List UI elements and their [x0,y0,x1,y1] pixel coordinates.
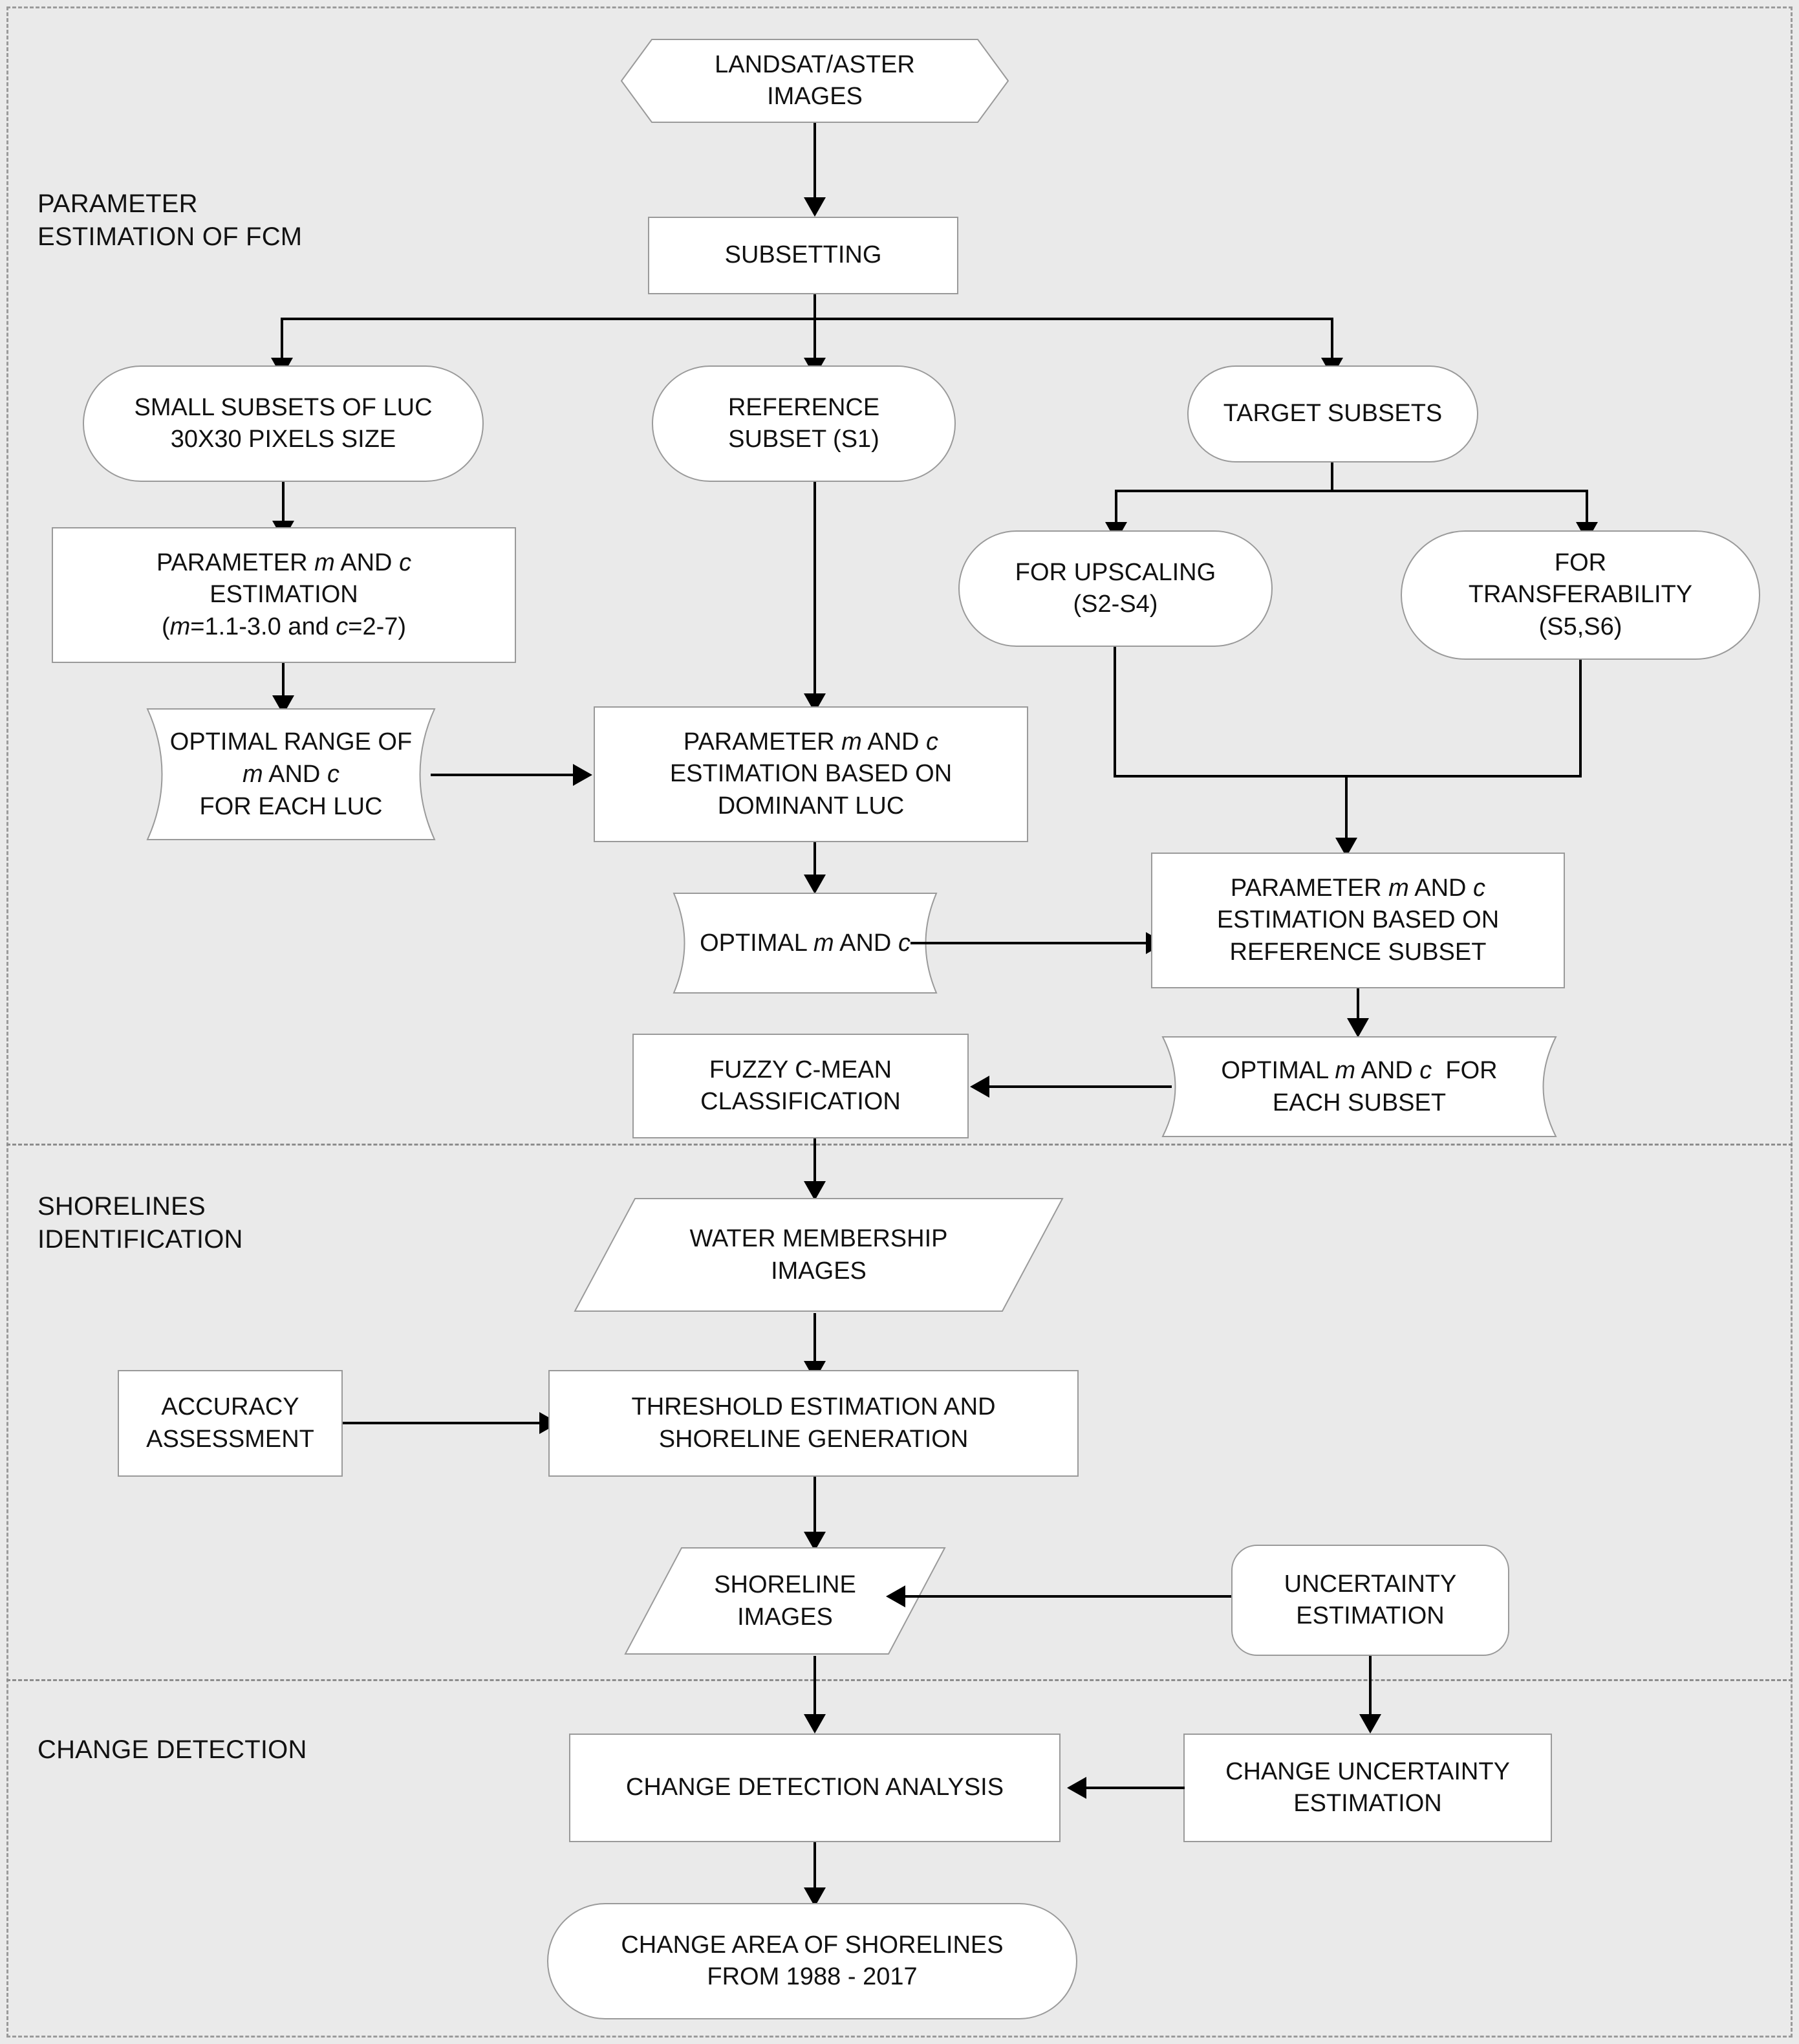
node-for-upscaling[interactable]: FOR UPSCALING (S2-S4) [958,530,1273,647]
edge-transferability-down [1579,660,1582,776]
divider-parameter-shorelines [6,1144,1793,1146]
node-optimal-m-and-c-label: OPTIMAL m AND c [700,929,910,957]
node-water-membership-images[interactable]: WATER MEMBERSHIP IMAGES [573,1197,1064,1313]
edge-subsetting-to-small-subsets [281,318,283,363]
edge-subsetting-stem [813,294,816,320]
section-label-shorelines-identification: SHORELINES IDENTIFICATION [38,1192,243,1254]
edge-landsat-to-subsetting [813,123,816,204]
edge-uncertainty-to-shoreline-images-arrowhead [886,1585,905,1607]
edge-subsetting-bus [281,318,1333,320]
node-small-subsets-of-luc-label: SMALL SUBSETS OF LUC 30X30 PIXELS SIZE [134,393,433,453]
diagram-outer-border [6,6,1793,2038]
edge-small-subsets-to-param-est [282,482,285,526]
section-label-change-detection: CHANGE DETECTION [38,1735,307,1764]
node-for-upscaling-label: FOR UPSCALING (S2-S4) [1015,558,1216,618]
node-small-subsets-of-luc[interactable]: SMALL SUBSETS OF LUC 30X30 PIXELS SIZE [83,365,484,482]
edge-landsat-to-subsetting-arrowhead [804,197,826,217]
edge-reference-to-each-subset [1357,988,1359,1023]
node-change-area-of-shorelines-label: CHANGE AREA OF SHORELINES FROM 1988 - 20… [621,1931,1004,1990]
edge-threshold-to-shoreline-images [813,1477,816,1538]
edge-merge-to-param-reference [1345,775,1348,843]
edge-change-uncertainty-to-analysis-arrowhead [1067,1777,1086,1799]
node-threshold-estimation-shoreline-generation[interactable]: THRESHOLD ESTIMATION AND SHORELINE GENER… [548,1370,1079,1477]
edge-shoreline-images-to-change-detection-arrowhead [804,1714,826,1734]
edge-dominant-to-optimal-mc [813,842,816,880]
node-accuracy-assessment[interactable]: ACCURACY ASSESSMENT [118,1370,343,1477]
edge-analysis-to-change-area [813,1842,816,1894]
edge-accuracy-to-threshold [343,1422,543,1424]
edge-dominant-to-optimal-mc-arrowhead [804,875,826,894]
edge-subsetting-to-target-subsets [1331,318,1333,363]
node-shoreline-images[interactable]: SHORELINE IMAGES [623,1546,947,1656]
section-label-parameter-estimation: PARAMETER ESTIMATION OF FCM [38,190,303,252]
edge-optimal-range-to-dominant-arrowhead [573,764,592,786]
edge-target-to-upscaling [1115,490,1117,527]
edge-change-uncertainty-to-analysis [1086,1787,1185,1789]
node-change-detection-analysis-label: CHANGE DETECTION ANALYSIS [625,1774,1004,1801]
edge-uncertainty-to-change-uncertainty [1369,1656,1372,1721]
edge-water-membership-to-threshold [813,1313,816,1368]
node-uncertainty-estimation-label: UNCERTAINTY ESTIMATION [1284,1570,1457,1629]
edge-optimal-range-to-dominant [431,774,577,776]
node-landsat-aster-images[interactable]: LANDSAT/ASTER IMAGES [621,39,1009,123]
node-change-uncertainty-estimation[interactable]: CHANGE UNCERTAINTY ESTIMATION [1183,1734,1552,1842]
edge-each-subset-to-fuzzy-arrowhead [970,1076,989,1098]
node-landsat-aster-images-label: LANDSAT/ASTER IMAGES [715,50,915,110]
edge-target-subsets-stem [1331,462,1333,492]
edge-param-est-to-optimal-range [282,663,285,701]
node-reference-subset-label: REFERENCE SUBSET (S1) [727,393,880,453]
node-target-subsets-label: TARGET SUBSETS [1223,400,1443,428]
node-fuzzy-c-mean-classification[interactable]: FUZZY C-MEAN CLASSIFICATION [632,1034,969,1138]
node-for-transferability[interactable]: FOR TRANSFERABILITY (S5,S6) [1401,530,1760,660]
edge-fuzzy-to-water-membership [813,1138,816,1187]
edge-fuzzy-to-water-membership-arrowhead [804,1181,826,1201]
node-threshold-estimation-shoreline-generation-label: THRESHOLD ESTIMATION AND SHORELINE GENER… [631,1393,996,1453]
edge-reference-subset-to-dominant [813,482,816,699]
divider-shorelines-change [6,1679,1793,1681]
node-subsetting-label: SUBSETTING [724,241,882,269]
node-water-membership-images-label: WATER MEMBERSHIP IMAGES [689,1224,948,1285]
edge-upscaling-down [1114,647,1116,776]
edge-optimal-mc-to-reference [910,942,1150,944]
edge-target-subsets-bus [1115,490,1588,492]
edge-subsetting-to-reference-subset [813,318,816,363]
edge-reference-to-each-subset-arrowhead [1347,1018,1369,1038]
node-fuzzy-c-mean-classification-label: FUZZY C-MEAN CLASSIFICATION [700,1056,901,1115]
node-subsetting[interactable]: SUBSETTING [648,217,958,294]
edge-target-to-transferability [1586,490,1588,527]
node-accuracy-assessment-label: ACCURACY ASSESSMENT [146,1393,314,1453]
node-shoreline-images-label: SHORELINE IMAGES [714,1571,856,1631]
edge-uncertainty-to-change-uncertainty-arrowhead [1359,1714,1381,1734]
node-optimal-m-and-c[interactable]: OPTIMAL m AND c [660,891,951,995]
node-uncertainty-estimation[interactable]: UNCERTAINTY ESTIMATION [1231,1545,1509,1656]
node-for-transferability-label: FOR TRANSFERABILITY (S5,S6) [1468,549,1693,640]
edge-each-subset-to-fuzzy [989,1085,1172,1088]
node-target-subsets[interactable]: TARGET SUBSETS [1187,365,1478,462]
edge-shoreline-images-to-change-detection [813,1656,816,1721]
node-reference-subset[interactable]: REFERENCE SUBSET (S1) [652,365,956,482]
node-change-uncertainty-estimation-label: CHANGE UNCERTAINTY ESTIMATION [1225,1757,1510,1817]
node-change-area-of-shorelines[interactable]: CHANGE AREA OF SHORELINES FROM 1988 - 20… [547,1903,1077,2019]
edge-uncertainty-to-shoreline-images [905,1595,1235,1598]
edge-merge-bus [1114,775,1582,777]
node-change-detection-analysis[interactable]: CHANGE DETECTION ANALYSIS [569,1734,1061,1842]
